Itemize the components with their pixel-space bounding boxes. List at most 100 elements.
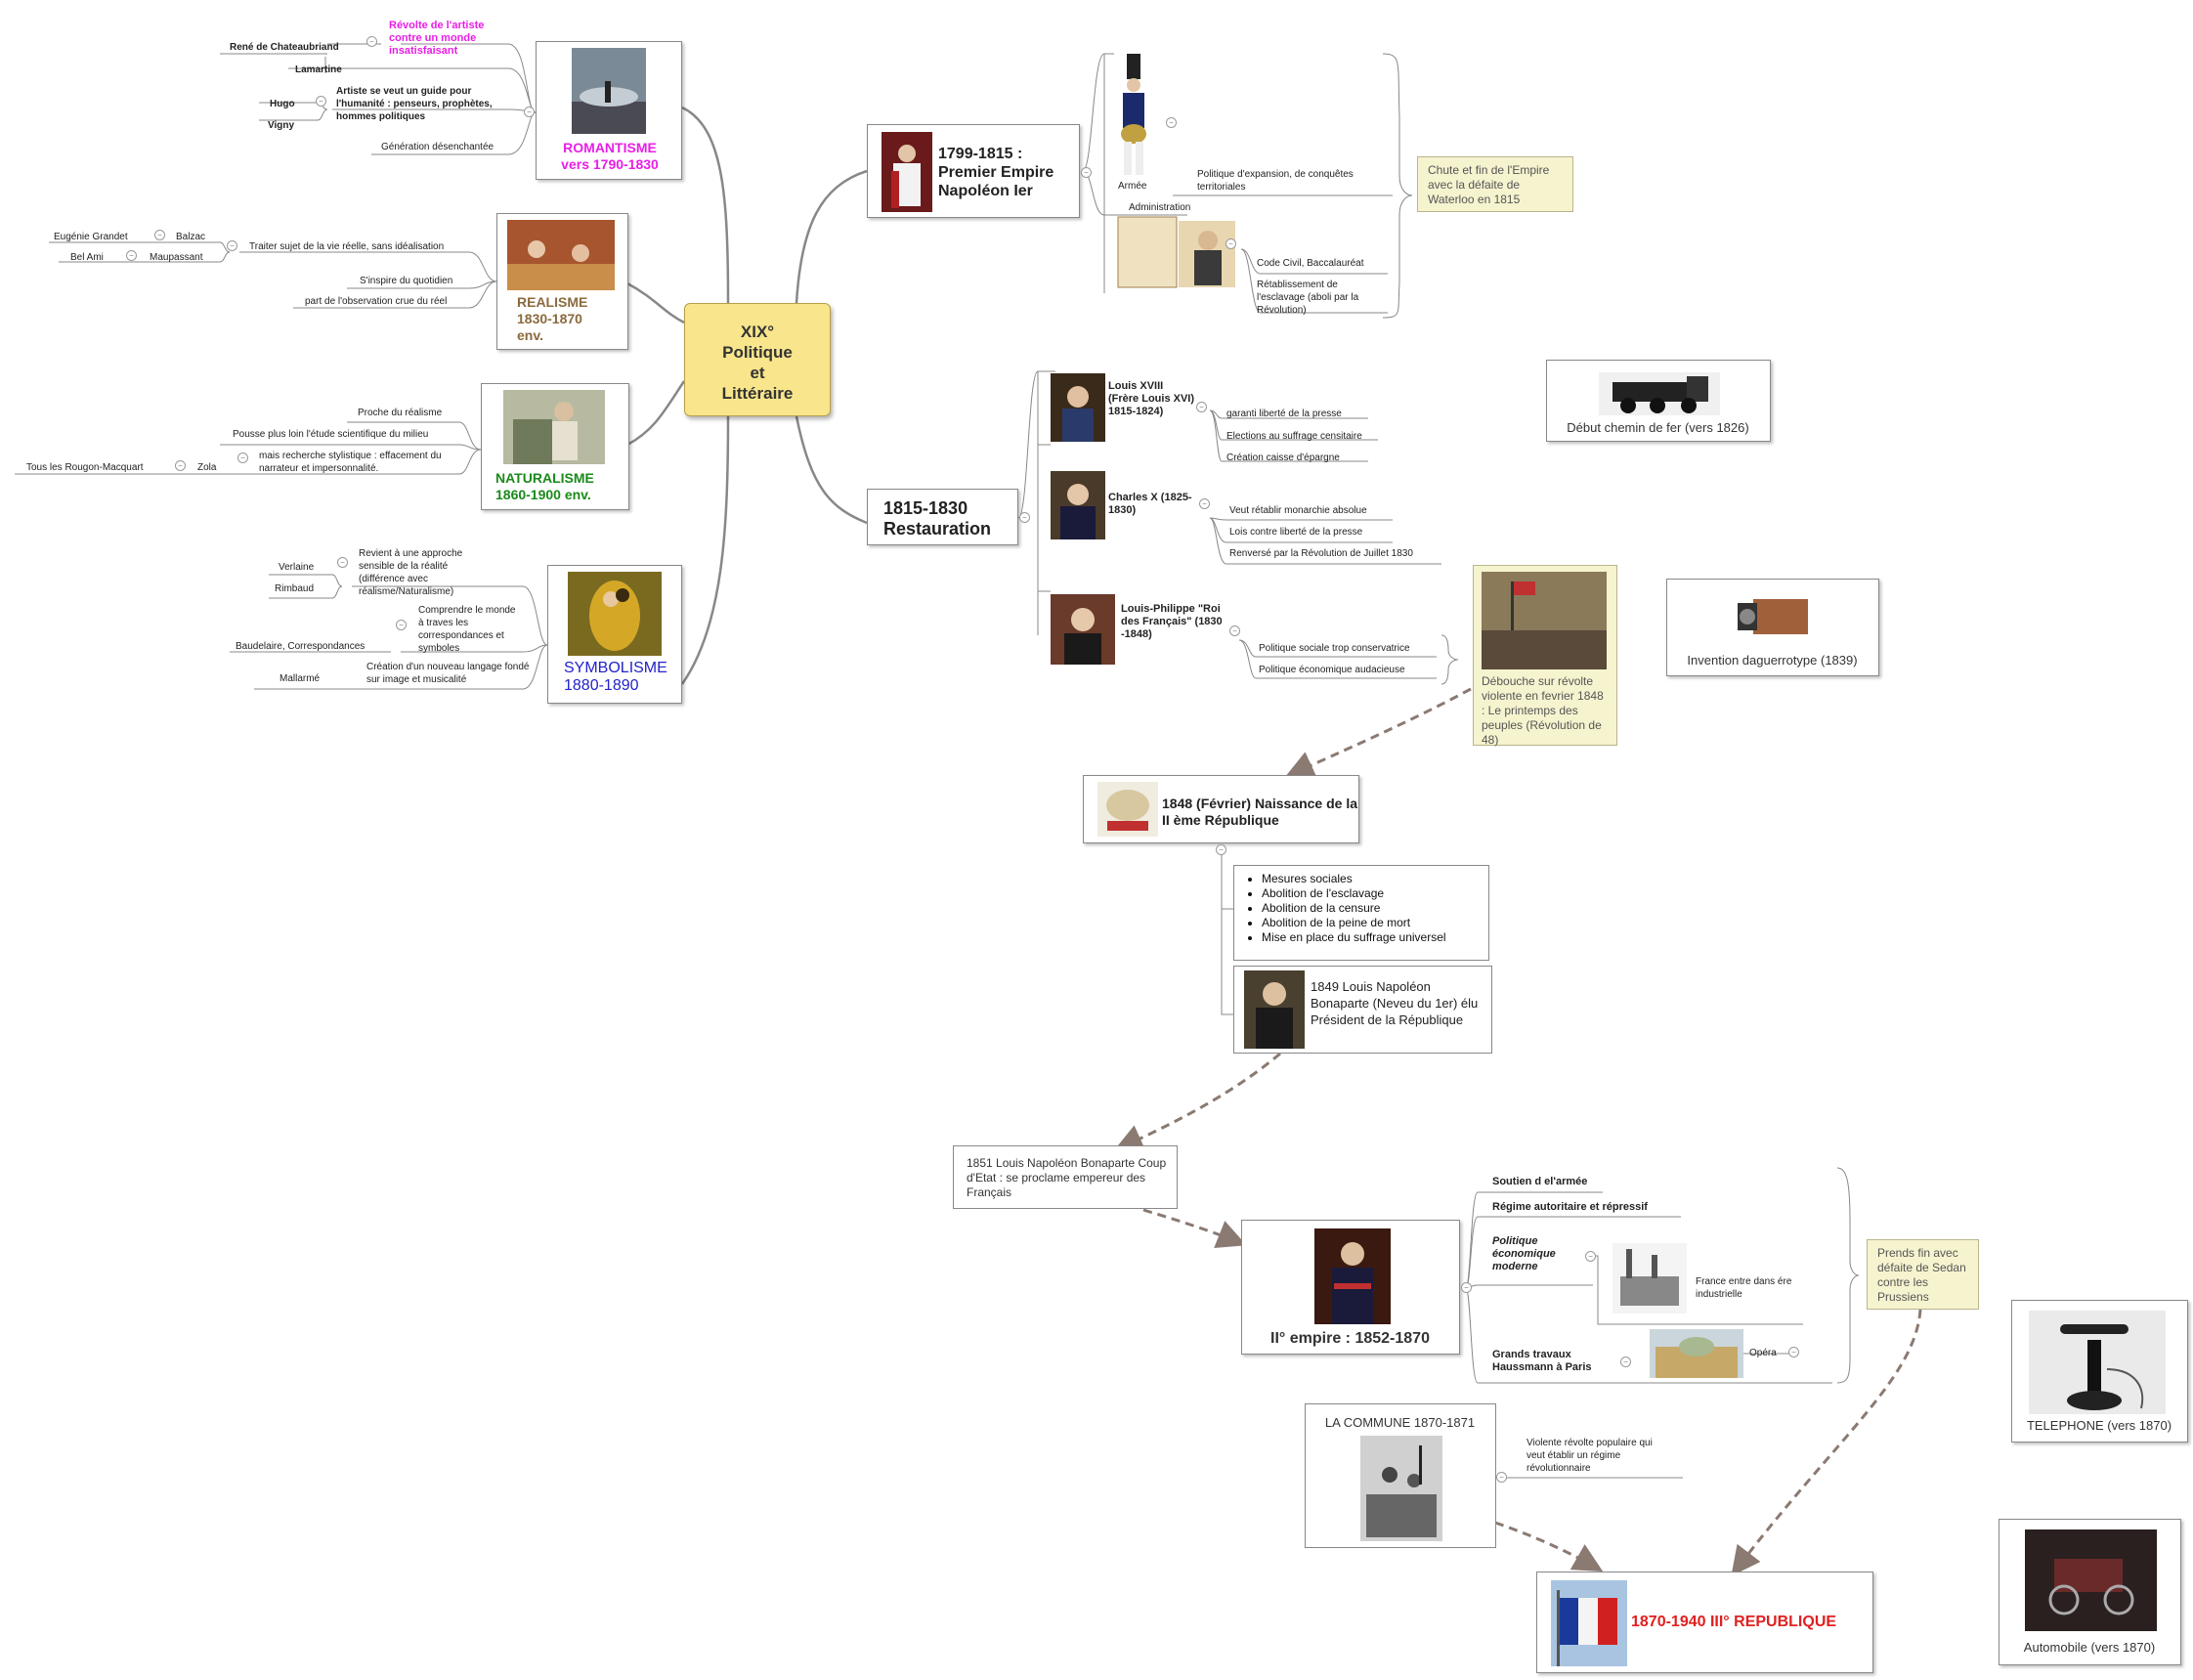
mesures-list: Mesures sociales Abolition de l'esclavag…	[1234, 872, 1488, 945]
debouche-text: Débouche sur révolte violente en fevrier…	[1482, 674, 1604, 747]
realisme-node[interactable]: REALISME 1830-1870 env.	[496, 213, 628, 350]
naturalisme-node[interactable]: NATURALISME 1860-1900 env.	[481, 383, 629, 510]
daguerre-label: Invention daguerrotype (1839)	[1687, 653, 1858, 668]
empire2-collapse-toggle[interactable]: −	[1461, 1282, 1472, 1293]
lamartine-label: Lamartine	[295, 65, 342, 75]
realisme-title-3: env.	[517, 327, 543, 343]
symbolisme-title-2: 1880-1890	[564, 677, 639, 694]
commune-desc: Violente révolte populaire qui veut étab…	[1526, 1438, 1653, 1474]
train-node[interactable]: Début chemin de fer (vers 1826)	[1546, 360, 1771, 442]
republique2-title: 1848 (Février) Naissance de la II ème Ré…	[1162, 796, 1358, 828]
french-flag-image	[1551, 1580, 1627, 1666]
suffrage-label: Elections au suffrage censitaire	[1226, 431, 1362, 442]
locomotive-image	[1599, 372, 1720, 415]
mesures-node[interactable]: Mesures sociales Abolition de l'esclavag…	[1233, 865, 1489, 961]
commune-title: LA COMMUNE 1870-1871	[1324, 1415, 1476, 1430]
rougon-label: Tous les Rougon-Macquart	[26, 462, 144, 473]
generation-label: Génération désenchantée	[381, 142, 494, 152]
travaux-collapse-toggle[interactable]: −	[1620, 1357, 1631, 1367]
maupassant-label: Maupassant	[150, 252, 203, 263]
opera-label: Opéra	[1749, 1348, 1777, 1358]
monarchie-label: Veut rétablir monarchie absolue	[1229, 505, 1367, 516]
central-topic-line-1: XIX°	[740, 323, 775, 341]
louisnap-node[interactable]: 1849 Louis Napoléon Bonaparte (Neveu du …	[1233, 966, 1492, 1054]
traiter-collapse-toggle[interactable]: −	[227, 240, 237, 251]
romantisme-revolte: Révolte de l'artiste contre un monde ins…	[389, 20, 485, 57]
revolution-1848-painting	[1482, 572, 1607, 669]
observation-label: part de l'observation crue du réel	[305, 296, 448, 307]
commune-node[interactable]: LA COMMUNE 1870-1871	[1305, 1403, 1496, 1548]
auto-node[interactable]: Automobile (vers 1870)	[1999, 1519, 2181, 1665]
charles10-portrait	[1051, 471, 1105, 539]
naturalisme-title-1: NATURALISME	[495, 470, 594, 486]
central-topic[interactable]: XIX° Politique et Littéraire	[684, 303, 831, 416]
romantisme-title-1: ROMANTISME	[563, 140, 657, 155]
lp-collapse-toggle[interactable]: −	[1229, 625, 1240, 636]
balzac-collapse-toggle[interactable]: −	[154, 230, 165, 240]
naturalisme-title-2: 1860-1900 env.	[495, 487, 591, 502]
mesure-item: Abolition de l'esclavage	[1262, 886, 1488, 901]
industrielle-label: France entre dans ére industrielle	[1696, 1276, 1792, 1300]
administration-collapse-toggle[interactable]: −	[1226, 238, 1236, 249]
armee-collapse-toggle[interactable]: −	[1166, 117, 1177, 128]
lp-label: Louis-Philippe "Roi des Français" (1830 …	[1121, 603, 1223, 640]
revient-label: Revient à une approche sensible de la ré…	[359, 548, 463, 597]
comprendre-collapse-toggle[interactable]: −	[396, 620, 407, 630]
proche-label: Proche du réalisme	[358, 408, 443, 418]
charles-collapse-toggle[interactable]: −	[1199, 498, 1210, 509]
armee-label: Armée	[1118, 181, 1147, 192]
central-topic-line-4: Littéraire	[721, 384, 794, 403]
zola-collapse-toggle[interactable]: −	[175, 460, 186, 471]
epargne-label: Création caisse d'épargne	[1226, 452, 1340, 463]
belami-label: Bel Ami	[70, 252, 104, 263]
rimbaud-label: Rimbaud	[275, 583, 315, 594]
code-label: Code Civil, Baccalauréat	[1257, 258, 1364, 269]
louis18-collapse-toggle[interactable]: −	[1196, 402, 1207, 412]
romantisme-collapse-toggle[interactable]: −	[524, 107, 535, 117]
esclavage-label: Rétablissement de l'esclavage (aboli par…	[1257, 280, 1359, 316]
republique2-node[interactable]: 1848 (Février) Naissance de la II ème Ré…	[1083, 775, 1359, 843]
symbolisme-node[interactable]: SYMBOLISME 1880-1890	[547, 565, 682, 704]
revient-collapse-toggle[interactable]: −	[337, 557, 348, 568]
central-topic-line-2: Politique	[722, 343, 793, 362]
restauration-collapse-toggle[interactable]: −	[1019, 512, 1030, 523]
grandet-label: Eugénie Grandet	[54, 232, 128, 242]
regime-label: Régime autoritaire et répressif	[1492, 1201, 1648, 1213]
empire1-collapse-toggle[interactable]: −	[1081, 167, 1092, 178]
napoleon-portrait	[882, 132, 932, 212]
louis-napoleon-portrait	[1244, 970, 1305, 1049]
recherche-collapse-toggle[interactable]: −	[237, 452, 248, 463]
train-label: Début chemin de fer (vers 1826)	[1567, 420, 1749, 435]
empire1-node[interactable]: 1799-1815 : Premier Empire Napoléon Ier	[867, 124, 1080, 218]
daguerre-node[interactable]: Invention daguerrotype (1839)	[1666, 579, 1879, 676]
administration-label: Administration	[1129, 202, 1191, 213]
romantisme-node[interactable]: ROMANTISME vers 1790-1830	[536, 41, 682, 180]
politique-collapse-toggle[interactable]: −	[1585, 1251, 1596, 1262]
industrial-factory-image	[1612, 1243, 1687, 1314]
revolte-collapse-toggle[interactable]: −	[366, 36, 377, 47]
restauration-node[interactable]: 1815-1830 Restauration	[867, 489, 1018, 545]
guide-collapse-toggle[interactable]: −	[316, 96, 326, 107]
auto-label: Automobile (vers 1870)	[2023, 1640, 2156, 1655]
coup-node[interactable]: 1851 Louis Napoléon Bonaparte Coup d'Eta…	[953, 1145, 1178, 1209]
telephone-label: TELEPHONE (vers 1870)	[2026, 1418, 2172, 1433]
telephone-node[interactable]: TELEPHONE (vers 1870)	[2011, 1300, 2188, 1443]
recherche-label: mais recherche stylistique : effacement …	[259, 451, 442, 474]
quotidien-label: S'inspire du quotidien	[360, 276, 453, 286]
travaux-label: Grands travaux Haussmann à Paris	[1492, 1349, 1592, 1373]
commune-engraving	[1360, 1436, 1442, 1541]
republique3-node[interactable]: 1870-1940 III° REPUBLIQUE	[1536, 1572, 1873, 1673]
baudelaire-label: Baudelaire, Correspondances	[236, 641, 366, 652]
louis18-portrait	[1051, 373, 1105, 442]
zola-label: Zola	[197, 462, 217, 473]
presse-label: garanti liberté de la presse	[1226, 409, 1342, 419]
naturalisme-painting	[503, 390, 605, 464]
commune-collapse-toggle[interactable]: −	[1496, 1472, 1507, 1483]
conservatrice-label: Politique sociale trop conservatrice	[1259, 643, 1410, 654]
empire2-node[interactable]: II° empire : 1852-1870	[1241, 1220, 1460, 1355]
opera-collapse-toggle[interactable]: −	[1788, 1347, 1799, 1357]
maupassant-collapse-toggle[interactable]: −	[126, 250, 137, 261]
politique-label: Politique économique moderne	[1492, 1235, 1556, 1272]
republique2-collapse-toggle[interactable]: −	[1216, 844, 1226, 855]
realisme-traiter: Traiter sujet de la vie réelle, sans idé…	[249, 241, 445, 252]
